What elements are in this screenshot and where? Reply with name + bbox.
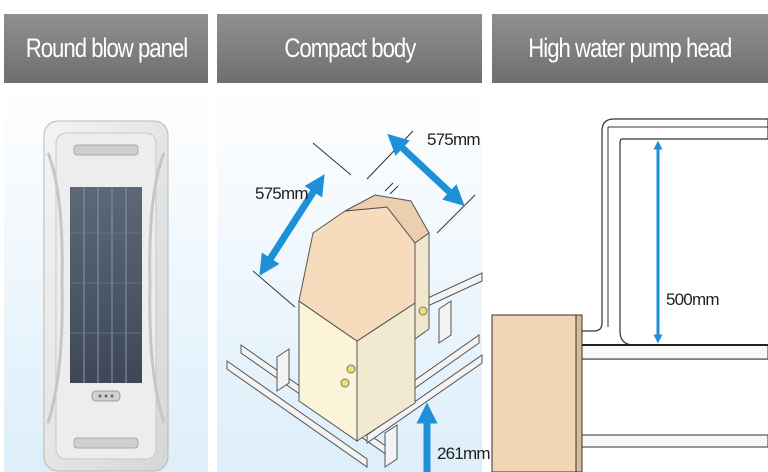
unit-body bbox=[298, 194, 430, 442]
height-dimension-label: 261mm bbox=[437, 444, 490, 463]
panel-header: Round blow panel bbox=[4, 14, 208, 83]
panel-title: Compact body bbox=[284, 33, 416, 63]
pump-head-card: High water pump head bbox=[491, 14, 768, 472]
panel-header: High water pump head bbox=[492, 14, 768, 83]
compact-body-card: Compact body bbox=[217, 14, 491, 472]
head-height-label: 500mm bbox=[666, 290, 719, 309]
display-receiver bbox=[91, 390, 121, 402]
drain-pipe bbox=[579, 118, 768, 448]
panel-illustration-area: 500mm bbox=[491, 83, 768, 472]
width-dimension-label: 575mm bbox=[255, 184, 308, 203]
intake-grille bbox=[70, 187, 142, 383]
compact-body-illustration: 575mm 575mm 261mm bbox=[226, 130, 491, 472]
indoor-unit-box bbox=[491, 314, 583, 472]
panel-title: Round blow panel bbox=[25, 33, 187, 63]
round-blow-panel-card: Round blow panel bbox=[4, 14, 208, 472]
depth-dimension-label: 575mm bbox=[427, 130, 480, 149]
cassette-panel-illustration bbox=[43, 120, 169, 472]
panel-header: Compact body bbox=[217, 14, 482, 83]
pump-head-illustration: 500mm bbox=[491, 118, 768, 472]
panel-title: High water pump head bbox=[528, 33, 732, 63]
panel-illustration-area: 575mm 575mm 261mm bbox=[217, 83, 491, 472]
dimension-arrows bbox=[259, 133, 465, 472]
panel-illustration-area bbox=[4, 83, 208, 472]
